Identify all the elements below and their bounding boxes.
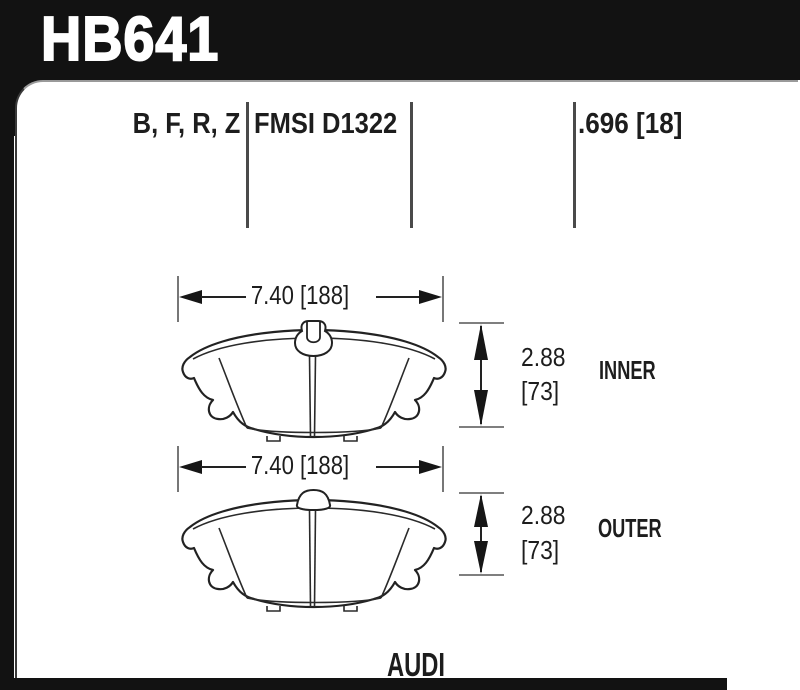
left-arrow-icon <box>179 290 202 304</box>
down-arrow-icon <box>474 390 488 426</box>
left-arrow-icon <box>179 460 202 474</box>
pad-inner-lines <box>192 337 436 442</box>
left-border <box>0 0 14 690</box>
down-arrow-icon <box>474 541 488 574</box>
outer-height-dimension <box>459 492 504 576</box>
right-arrow-icon <box>419 460 442 474</box>
fmsi-number: FMSI D1322 <box>254 108 398 140</box>
inner-center-tab <box>293 320 334 358</box>
outer-thickness-mm: [73] <box>521 535 560 565</box>
outer-label: OUTER <box>598 513 662 543</box>
bottom-border <box>0 678 727 690</box>
inner-thickness-in: 2.88 <box>521 342 566 372</box>
up-arrow-icon <box>474 494 488 527</box>
compound-codes: B, F, R, Z <box>132 108 241 140</box>
outer-pad-drawing <box>181 488 447 612</box>
pad-thickness: .696 [18] <box>578 108 683 140</box>
inner-thickness-mm: [73] <box>521 376 560 406</box>
inner-width-dimension <box>177 276 444 322</box>
right-arrow-icon <box>419 290 442 304</box>
up-arrow-icon <box>474 324 488 360</box>
inner-width-value: 7.40 [188] <box>250 280 350 310</box>
header-bar <box>0 0 800 80</box>
inner-label: INNER <box>599 355 656 385</box>
part-number: HB641 <box>40 5 220 74</box>
pad-inner-lines <box>192 507 436 612</box>
inner-height-dimension <box>459 322 504 428</box>
vehicle-name: AUDI <box>386 646 446 683</box>
inner-pad-drawing <box>181 320 447 442</box>
outer-thickness-in: 2.88 <box>521 500 566 530</box>
outer-width-dimension <box>177 446 444 492</box>
outer-width-value: 7.40 [188] <box>250 450 350 480</box>
spec-divider-2 <box>410 102 413 228</box>
outer-center-tab <box>295 488 332 512</box>
spec-divider-1 <box>246 102 249 228</box>
spec-divider-3 <box>573 102 576 228</box>
